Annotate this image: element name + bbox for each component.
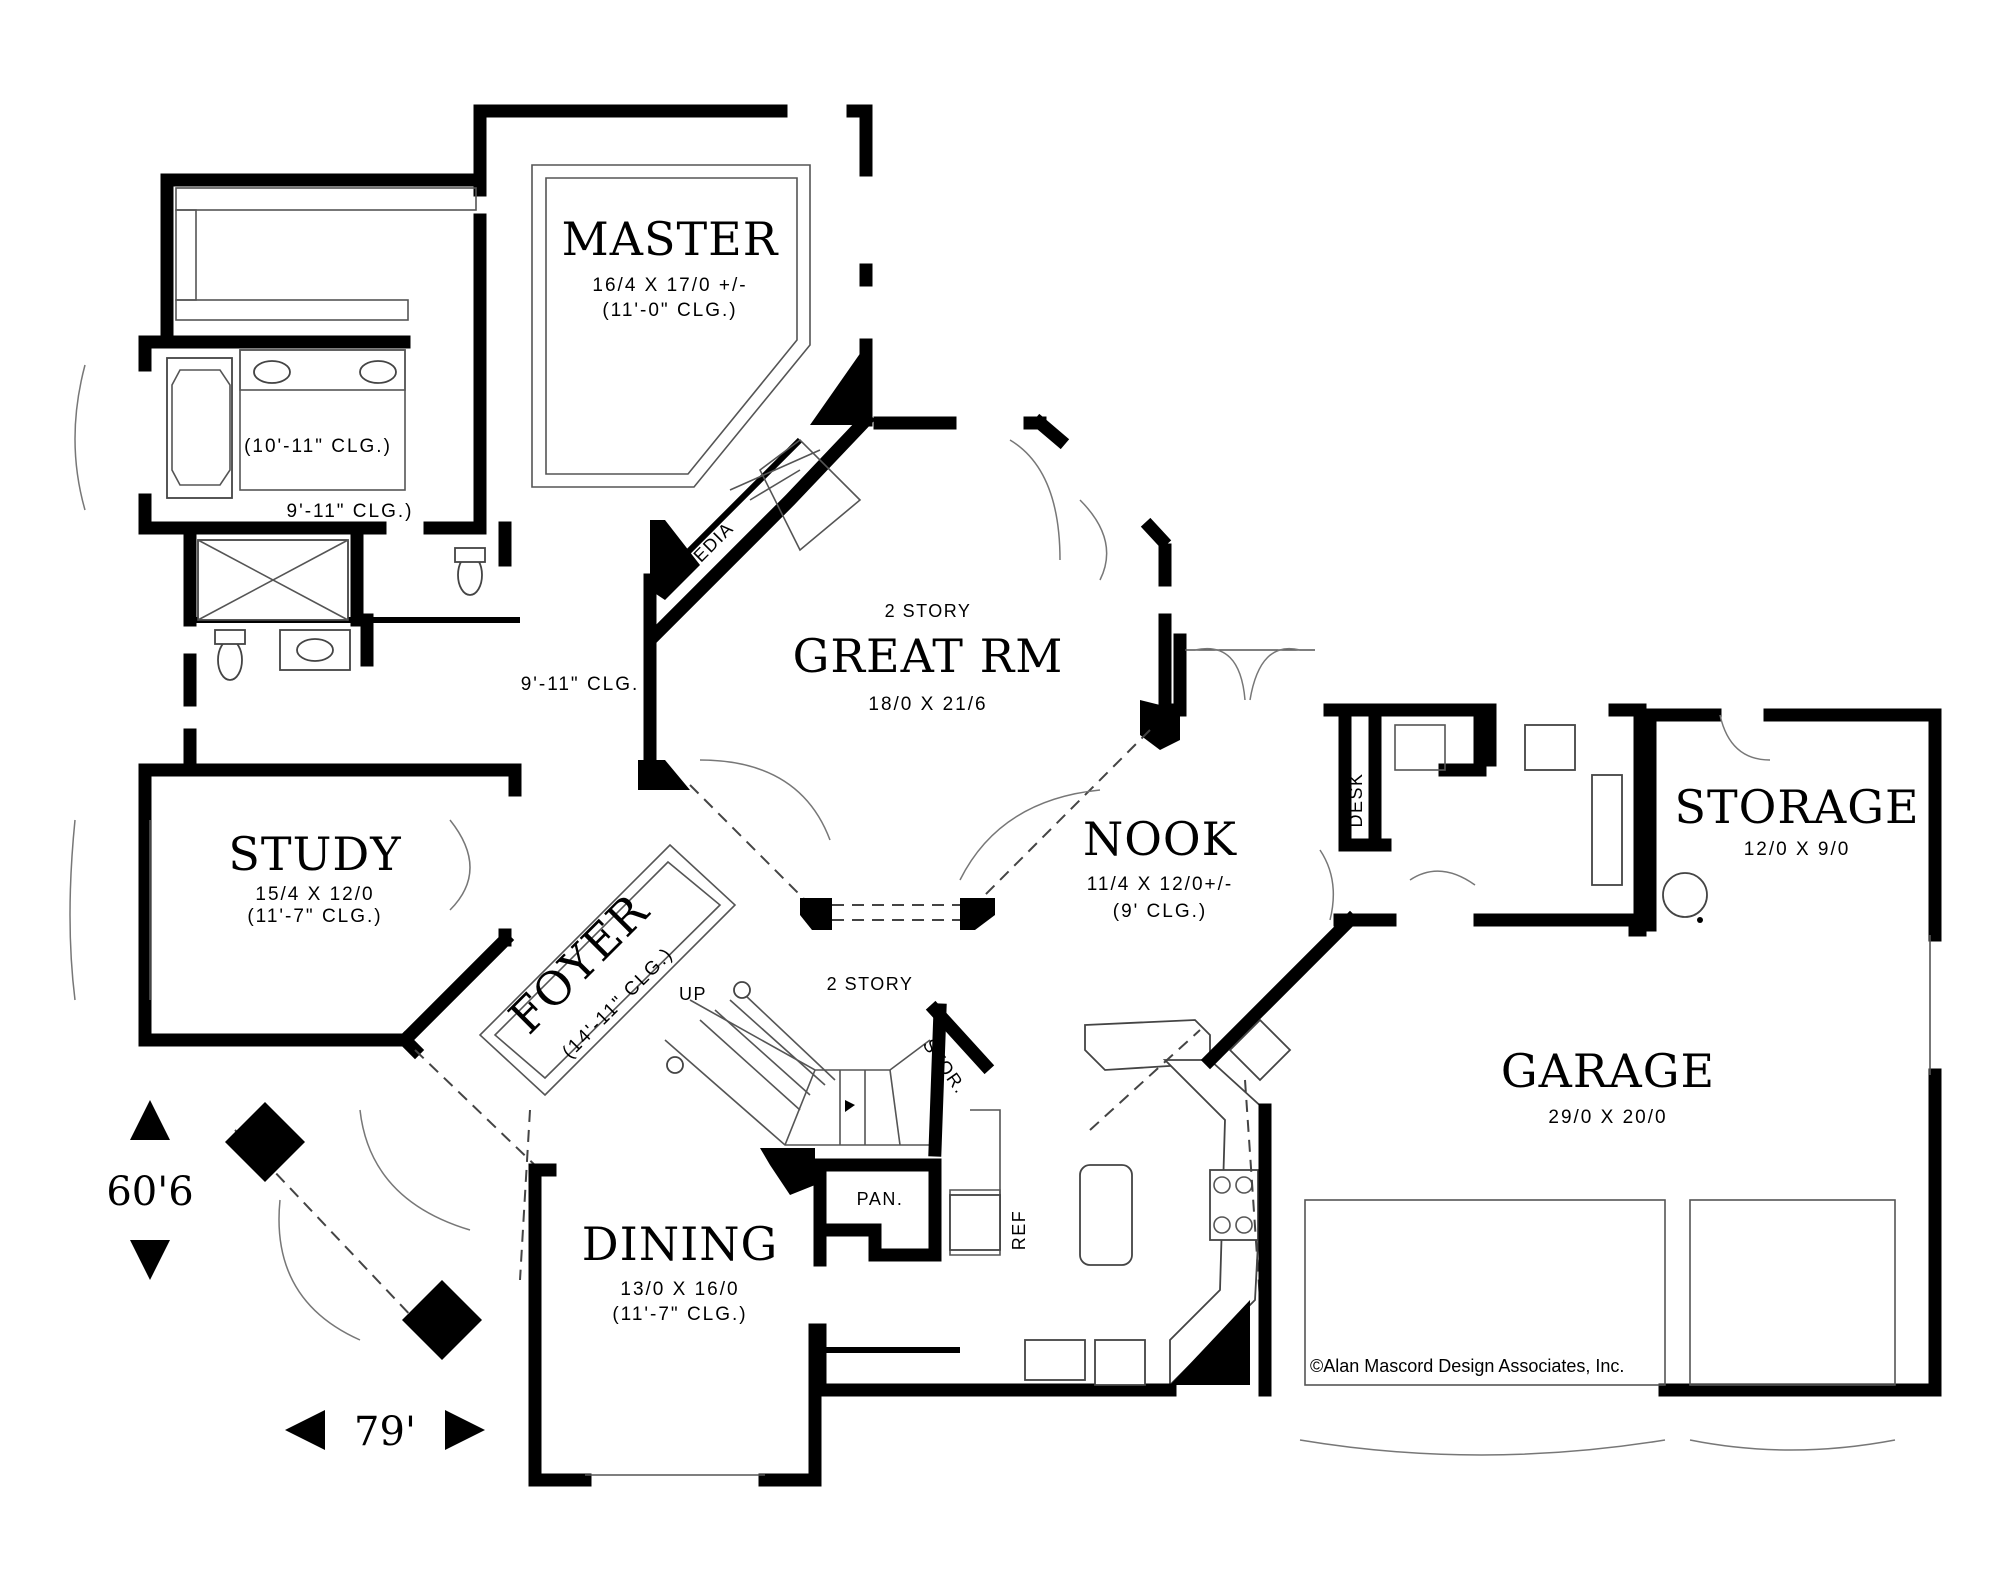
overall-depth: 60'6: [106, 1169, 193, 1215]
study-ceiling: (11'-7" CLG.): [247, 906, 382, 927]
hall-ceiling: 9'-11" CLG.: [521, 674, 640, 695]
study-name: STUDY: [228, 827, 401, 881]
arrow-right-icon: [445, 1410, 485, 1450]
kitchen: [813, 1019, 1266, 1397]
dining-walls: [528, 1163, 822, 1487]
arrow-up-icon: [130, 1100, 170, 1140]
arrow-down-icon: [130, 1240, 170, 1280]
ref-label: REF: [1009, 1210, 1029, 1251]
bath-ceiling: (10'-11" CLG.): [244, 436, 392, 457]
nook-dims: 11/4 X 12/0+/-: [1087, 874, 1233, 895]
foyer: [225, 843, 737, 1360]
great-rm-dims: 18/0 X 21/6: [868, 694, 987, 715]
great-rm-name: GREAT RM: [793, 629, 1064, 683]
foyer-name: FOYER: [498, 883, 659, 1044]
stair-area: [664, 981, 1001, 1267]
stair-story-label: 2 STORY: [827, 974, 914, 994]
up-label: UP: [679, 984, 707, 1004]
garage-walls: [1158, 703, 1942, 1456]
master-name: MASTER: [562, 212, 779, 266]
dining-ceiling: (11'-7" CLG.): [612, 1304, 747, 1325]
arrow-left-icon: [285, 1410, 325, 1450]
overall-width: 79': [354, 1409, 416, 1455]
overall-dimensions: 60'6 79': [106, 1100, 485, 1455]
master-bath-fixtures: [69, 349, 486, 1001]
storage-name: STORAGE: [1674, 780, 1919, 834]
nook-ceiling: (9' CLG.): [1113, 901, 1207, 922]
great-rm-note: 2 STORY: [885, 601, 972, 621]
great-room-walls: [638, 410, 1180, 930]
dining-name: DINING: [582, 1217, 778, 1271]
master-suite-walls: [138, 104, 873, 767]
bath-ceiling-2: 9'-11" CLG.): [287, 501, 414, 522]
garage-name: GARAGE: [1501, 1044, 1715, 1098]
storage-dims: 12/0 X 9/0: [1744, 839, 1851, 860]
copyright-credit: ©Alan Mascord Design Associates, Inc.: [1310, 1356, 1624, 1376]
study-walls: [138, 763, 522, 1047]
master-ceiling: (11'-0" CLG.): [602, 300, 737, 321]
master-dims: 16/4 X 17/0 +/-: [592, 275, 747, 296]
nook-name: NOOK: [1083, 812, 1238, 866]
garage-dims: 29/0 X 20/0: [1548, 1107, 1667, 1128]
desk-label: DESK: [1346, 772, 1366, 827]
dining-dims: 13/0 X 16/0: [620, 1279, 739, 1300]
study-dims: 15/4 X 12/0: [255, 884, 374, 905]
outer-walls: [1158, 633, 1315, 717]
pan-label: PAN.: [857, 1189, 904, 1209]
